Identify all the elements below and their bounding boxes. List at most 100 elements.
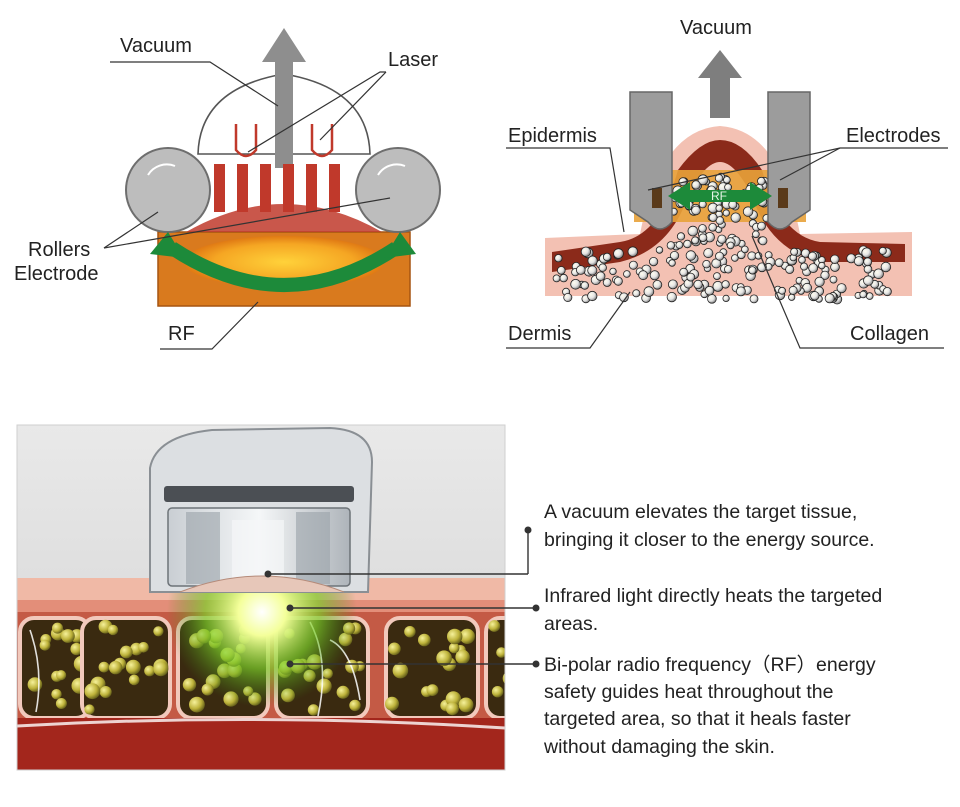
label-rf-inner: RF	[711, 189, 727, 203]
collagen-particle	[595, 271, 606, 282]
fat-cell	[445, 702, 459, 716]
collagen-particle	[638, 270, 649, 281]
collagen-particle	[712, 280, 724, 292]
collagen-particle	[580, 281, 589, 290]
collagen-particle	[880, 261, 892, 273]
fat-cell	[153, 661, 169, 677]
collagen-particle	[853, 256, 864, 267]
annotation-infrared-line-2: areas.	[544, 613, 598, 635]
annotation-rf-line-4: without damaging the skin.	[543, 736, 775, 758]
collagen-particle	[830, 254, 840, 264]
fat-cell	[445, 691, 462, 707]
fat-cell	[84, 704, 95, 715]
annotation-list: A vacuum elevates the target tissue, bri…	[264, 501, 882, 758]
collagen-particle	[686, 272, 696, 282]
fat-cell	[448, 642, 460, 654]
fat-cell	[125, 659, 141, 675]
fat-cell	[455, 649, 470, 665]
collagen-particle	[861, 247, 872, 259]
collagen-particle	[669, 251, 680, 261]
label-laser: Laser	[388, 49, 438, 71]
collagen-particle	[863, 275, 874, 286]
fat-cell	[491, 686, 504, 698]
right-leader-lines	[506, 147, 948, 349]
collagen-particle	[575, 265, 586, 275]
collagen-particle	[708, 223, 717, 232]
fat-cell	[55, 698, 67, 709]
collagen-particle	[676, 232, 686, 241]
right-diagram: RF Vacuum Epidermis Electrodes Dermis Co…	[506, 17, 948, 349]
fat-cell	[144, 665, 156, 677]
collagen-particle	[731, 254, 739, 262]
collagen-particle	[691, 236, 700, 245]
electrode-left-icon	[629, 91, 673, 230]
collagen-particle	[863, 264, 873, 274]
fat-cell	[418, 633, 431, 647]
fat-cell	[502, 672, 505, 684]
collagen-particle	[757, 176, 766, 186]
annotation-rf-line-3: targeted area, so that it heals faster	[544, 708, 851, 730]
collagen-particle	[691, 205, 701, 216]
fat-cell	[52, 622, 63, 634]
annotation-vacuum-line-2: bringing it closer to the energy source.	[544, 529, 875, 551]
collagen-particle	[724, 265, 733, 274]
collagen-particle	[824, 293, 835, 304]
fat-cell	[182, 678, 197, 692]
collagen-particle	[675, 241, 684, 249]
left-leader-lines	[103, 61, 391, 350]
collagen-particle	[722, 294, 730, 302]
fat-cell	[84, 683, 101, 700]
electrode-right-icon	[767, 91, 811, 230]
collagen-particle	[788, 285, 798, 295]
roller-right-icon	[355, 147, 441, 233]
laser-emitter-right-icon	[310, 124, 334, 158]
collagen-particle	[587, 255, 598, 266]
label-electrode: Electrode	[14, 263, 99, 285]
collagen-particle	[829, 275, 838, 284]
collagen-particle	[628, 260, 638, 270]
collagen-particle	[721, 280, 730, 289]
collagen-particle	[693, 279, 703, 290]
collagen-particle	[698, 224, 707, 233]
label-electrodes: Electrodes	[846, 125, 941, 147]
annotation-infrared-line-1: Infrared light directly heats the target…	[544, 585, 882, 607]
collagen-particle	[587, 265, 598, 276]
collagen-particle	[788, 293, 796, 301]
fat-cell	[488, 620, 501, 632]
collagen-particle	[649, 270, 660, 281]
dermis-band	[552, 140, 905, 272]
collagen-particle	[814, 276, 825, 287]
collagen-particle	[668, 259, 676, 267]
collagen-particle	[818, 261, 826, 270]
fat-cell	[336, 685, 350, 699]
fat-cell	[459, 628, 475, 645]
fat-cell	[436, 650, 452, 666]
collagen-particle	[580, 246, 592, 257]
fat-cell	[392, 662, 409, 679]
collagen-particle	[757, 221, 766, 231]
collagen-particle	[836, 283, 847, 294]
collagen-particle	[859, 290, 867, 299]
collagen-particle	[810, 291, 820, 301]
collagen-particle	[552, 274, 561, 283]
collagen-particle	[715, 251, 725, 261]
collagen-particle	[715, 204, 723, 212]
annotation-rf: Bi-polar radio frequency（RF）energy safet…	[543, 654, 876, 758]
collagen-particle	[623, 270, 631, 278]
collagen-particle	[598, 263, 607, 272]
collagen-particle	[730, 212, 741, 223]
collagen-particle	[758, 236, 768, 246]
collagen-particle	[685, 250, 697, 261]
fat-cell	[99, 686, 112, 698]
vacuum-arrow-up-icon	[698, 50, 742, 118]
annotation-vacuum: A vacuum elevates the target tissue, bri…	[544, 501, 875, 551]
collagen-particle	[722, 209, 730, 217]
collagen-particle	[627, 246, 639, 257]
collagen-particle	[556, 266, 566, 275]
device-tissue-illustration	[17, 425, 505, 770]
collagen-particle	[563, 292, 573, 302]
label-rf: RF	[168, 323, 195, 345]
collagen-particle	[707, 293, 717, 304]
label-dermis: Dermis	[508, 323, 571, 345]
fat-cell	[128, 674, 140, 686]
